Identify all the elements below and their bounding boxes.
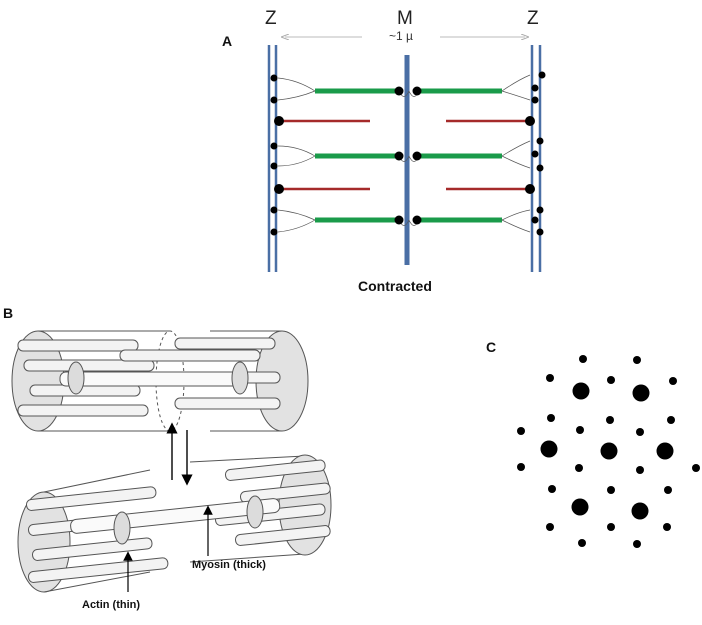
upper-sarcomere-cylinder — [11, 330, 309, 432]
lower-sarcomere-cylinder — [17, 454, 332, 593]
actin-label: Actin (thin) — [82, 599, 140, 611]
m-line-label: M — [397, 8, 413, 29]
titin-connectors — [277, 74, 531, 233]
myosin-label: Myosin (thick) — [192, 559, 266, 571]
z-right-label: Z — [527, 8, 539, 29]
attachment-dots — [270, 71, 546, 236]
lattice-dots — [517, 355, 700, 548]
panel-b-label: B — [3, 305, 13, 321]
panel-a: A Z M Z ~1 µ — [222, 8, 546, 294]
panel-c: C — [486, 339, 700, 548]
scale-label: ~1 µ — [389, 29, 413, 43]
contracted-caption: Contracted — [358, 278, 432, 294]
z-left-label: Z — [265, 8, 277, 29]
panel-a-label: A — [222, 33, 232, 49]
thin-filaments — [282, 119, 530, 191]
thick-filaments — [315, 88, 502, 223]
panel-b: B — [3, 305, 332, 611]
panel-c-label: C — [486, 339, 496, 355]
